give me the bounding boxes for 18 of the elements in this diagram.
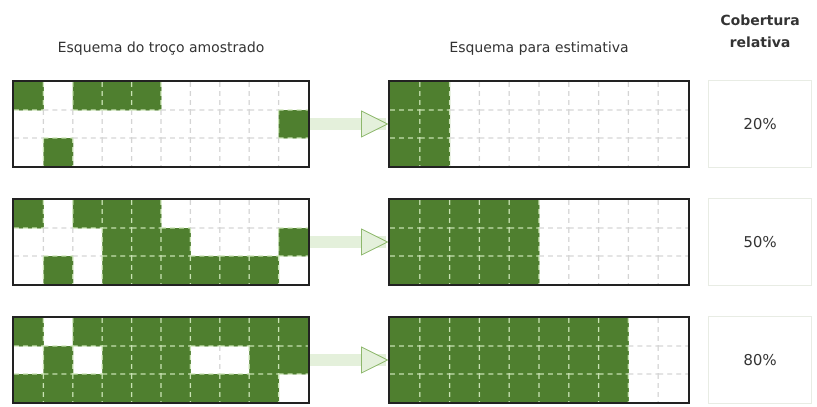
sampled-grid-drawing: [12, 198, 310, 286]
block-arrow: [310, 110, 388, 138]
estimate-grid-drawing: [388, 198, 690, 286]
value-card: [708, 316, 812, 404]
block-arrow: [310, 346, 388, 374]
value-card: [708, 198, 812, 286]
percentage-value: 80%: [743, 351, 777, 369]
value-card: [708, 80, 812, 168]
percentage-value: 20%: [743, 115, 777, 133]
column-heading: Cobertura relativa: [719, 12, 801, 53]
panel-heading: Esquema do troço amostrado: [56, 40, 266, 56]
sampled-grid-drawing: [12, 80, 310, 168]
sampled-grid-drawing: [12, 316, 310, 404]
block-arrow: [310, 228, 388, 256]
estimate-grid-drawing: [388, 316, 690, 404]
percentage-value: 50%: [743, 233, 777, 251]
estimate-grid-drawing: [388, 80, 690, 168]
panel-heading: Esquema para estimativa: [448, 40, 630, 56]
